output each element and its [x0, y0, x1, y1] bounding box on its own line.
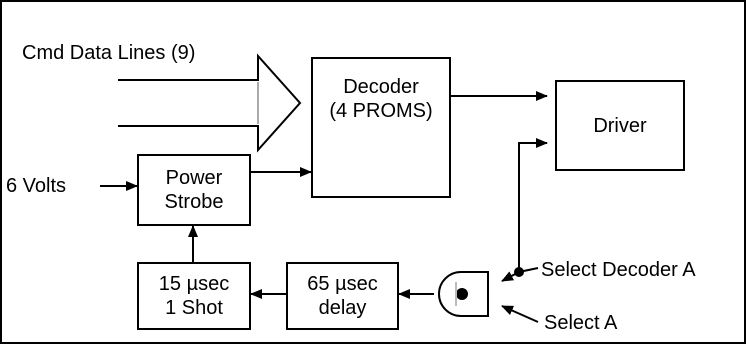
one-shot-label-1: 15 µsec: [158, 273, 230, 295]
junction-dot: [514, 267, 524, 277]
one-shot-label-2: 1 Shot: [165, 297, 223, 319]
cmd-bus-arrow: [118, 53, 302, 153]
decoder-sublabel: (4 PROMS): [329, 100, 433, 122]
delay-label-1: 65 µsec: [307, 273, 378, 295]
power-strobe-block: Power Strobe: [137, 154, 251, 226]
delay-block: 65 µsec delay: [286, 262, 399, 330]
driver-label: Driver: [593, 114, 647, 137]
cmd-data-lines-label: Cmd Data Lines (9): [22, 42, 196, 64]
delay-label-2: delay: [318, 297, 367, 319]
select-a-label: Select A: [544, 312, 618, 334]
six-volts-label: 6 Volts: [6, 175, 67, 197]
power-strobe-label-2: Strobe: [164, 191, 224, 213]
select-a-arrow: [501, 305, 539, 323]
select-decoder-to-driver-arrow: [518, 138, 548, 272]
decoder-block: Decoder (4 PROMS): [311, 57, 451, 198]
power-strobe-label-1: Power: [165, 167, 223, 189]
select-decoder-a-label: Select Decoder A: [541, 259, 696, 281]
gate-dot: [456, 288, 468, 300]
one-shot-block: 15 µsec 1 Shot: [137, 262, 251, 330]
driver-block: Driver: [555, 80, 685, 171]
decoder-label: Decoder: [343, 76, 419, 98]
